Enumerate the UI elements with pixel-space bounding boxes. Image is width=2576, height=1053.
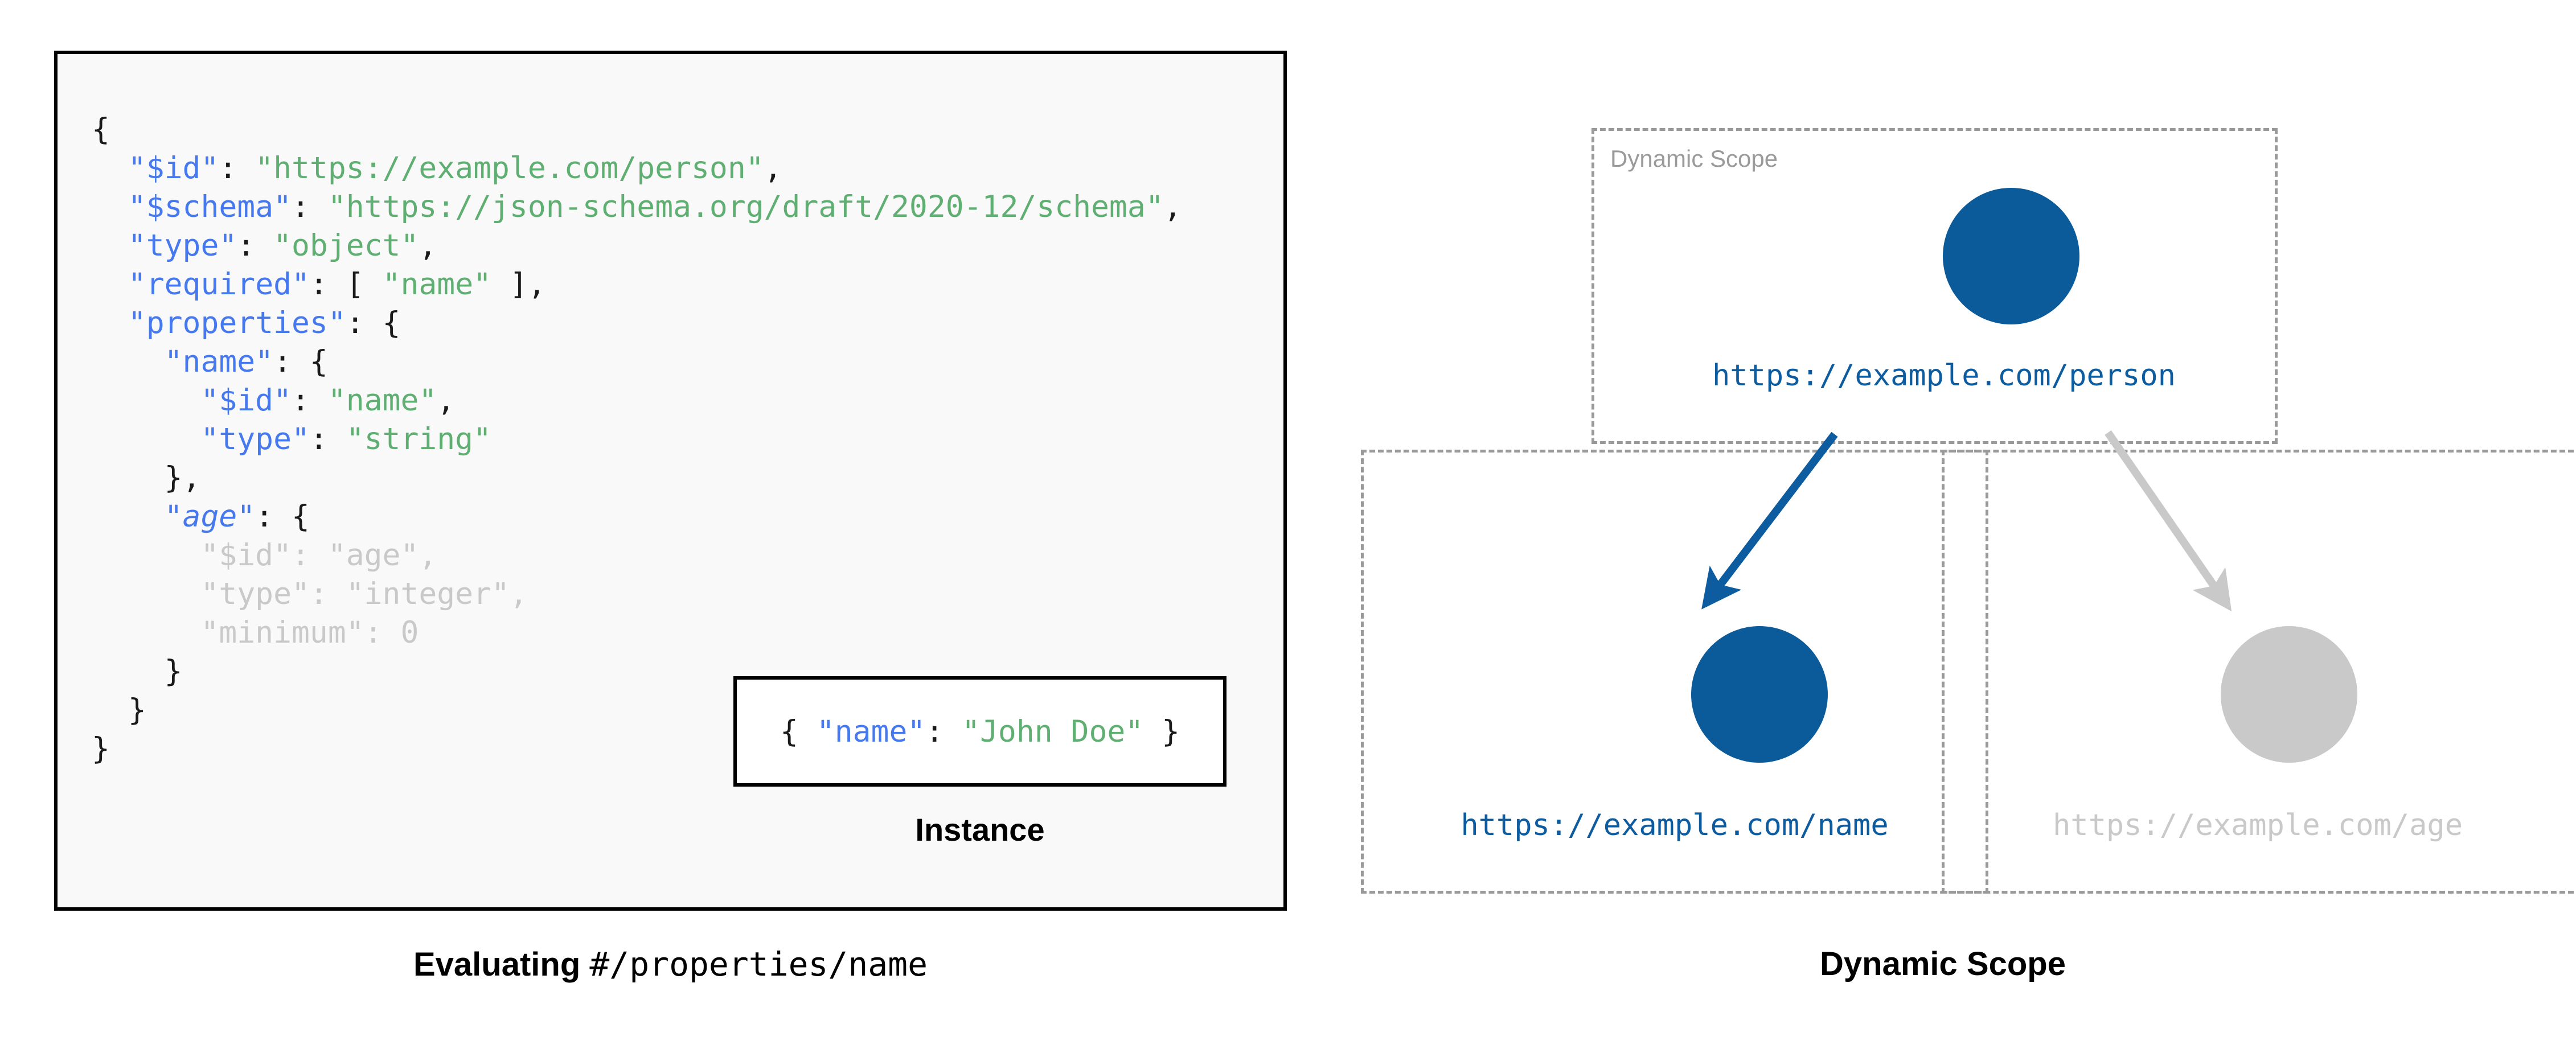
diagram-caption: Dynamic Scope: [1820, 945, 2066, 982]
node-label-person: https://example.com/person: [1712, 359, 2176, 393]
left-caption-pointer: #/properties/name: [589, 945, 928, 984]
node-circle-person: [1943, 188, 2079, 324]
node-circle-name: [1691, 626, 1828, 763]
instance-box: { "name": "John Doe" }: [733, 676, 1227, 787]
node-circle-age: [2221, 626, 2357, 763]
left-panel-caption: Evaluating #/properties/name: [54, 945, 1287, 984]
json-schema-code: { "$id": "https://example.com/person", "…: [92, 112, 1182, 766]
scope-box-age: [1942, 450, 2574, 894]
instance-json-code: { "name": "John Doe" }: [780, 714, 1180, 749]
scope-box-label: Dynamic Scope: [1610, 145, 1778, 172]
node-label-name: https://example.com/name: [1461, 808, 1889, 842]
schema-code-panel: { "$id": "https://example.com/person", "…: [54, 51, 1287, 911]
dynamic-scope-diagram: Dynamic Scope https://example.com/person…: [1310, 0, 2576, 1053]
node-label-age: https://example.com/age: [2052, 808, 2463, 842]
scope-box-name: [1361, 450, 1988, 894]
scope-edges: [1701, 430, 2232, 612]
left-caption-bold: Evaluating: [413, 946, 581, 983]
edge-person-to-age: [2105, 430, 2232, 612]
instance-caption: Instance: [915, 812, 1045, 848]
edge-person-to-name: [1701, 431, 1838, 610]
scope-box-person: [1591, 128, 2278, 444]
